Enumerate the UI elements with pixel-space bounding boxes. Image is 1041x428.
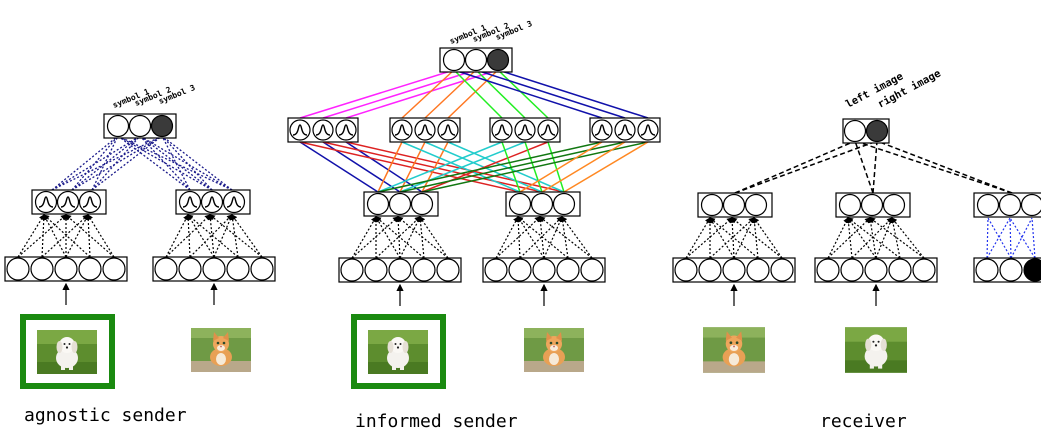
- informed-input-left: [338, 257, 462, 283]
- receiver-output-edges: [734, 140, 1013, 194]
- receiver-input-3: [973, 257, 1041, 283]
- agnostic-sender-caption: agnostic sender: [24, 405, 187, 426]
- receiver-input-1: [672, 257, 796, 283]
- agnostic-input-left: [4, 256, 128, 282]
- receiver-caption: receiver: [820, 411, 907, 428]
- informed-symbol-labels: symbol 1 symbol 2 symbol 3: [448, 19, 533, 46]
- informed-output-layer: [439, 47, 513, 73]
- agnostic-input-right: [152, 256, 276, 282]
- informed-reduced-left: [363, 191, 439, 217]
- agnostic-input-edges: [17, 213, 263, 258]
- informed-hidden-4: [589, 117, 661, 143]
- receiver: left image right image: [672, 67, 1041, 428]
- receiver-input-edges: [685, 216, 925, 259]
- informed-dog-image: [368, 330, 428, 374]
- receiver-active-output: [865, 119, 889, 143]
- informed-hidden-3: [489, 117, 561, 143]
- agnostic-target-frame: [20, 314, 115, 389]
- informed-hidden-edges: [299, 141, 649, 193]
- informed-symbol-label-3: symbol 3: [494, 19, 533, 42]
- receiver-reduced-3: [973, 192, 1041, 218]
- receiver-reduced-2: [835, 192, 911, 218]
- agnostic-sender: symbol 1 symbol 2 symbol 3: [4, 83, 276, 426]
- receiver-blue-input-edges: [986, 217, 1036, 259]
- agnostic-output-layer: [103, 113, 177, 139]
- agnostic-output-edges: [51, 135, 233, 191]
- informed-hidden-2: [389, 117, 461, 143]
- informed-input-right: [482, 257, 606, 283]
- informed-hidden-1: [287, 117, 359, 143]
- receiver-active-input-unit: [1023, 258, 1041, 282]
- agnostic-cat-image: [191, 328, 251, 372]
- agnostic-hidden-right: [175, 189, 251, 215]
- receiver-output-layer: [842, 118, 890, 144]
- agnostic-symbol-labels: symbol 1 symbol 2 symbol 3: [111, 83, 196, 110]
- informed-target-frame: [351, 314, 446, 389]
- informed-cat-image: [524, 328, 584, 372]
- informed-sender: symbol 1 symbol 2 symbol 3: [287, 19, 661, 428]
- receiver-input-2: [814, 257, 938, 283]
- agnostic-active-symbol: [150, 114, 174, 138]
- receiver-cat-image: [703, 327, 765, 373]
- agnostic-hidden-left: [31, 189, 107, 215]
- informed-active-symbol: [486, 48, 510, 72]
- agnostic-dog-image: [37, 330, 97, 374]
- informed-output-edges: [299, 69, 649, 119]
- informed-reduced-right: [505, 191, 581, 217]
- receiver-reduced-1: [697, 192, 773, 218]
- informed-sender-caption: informed sender: [355, 411, 518, 428]
- receiver-dog-image: [845, 327, 907, 373]
- informed-input-edges: [351, 215, 593, 259]
